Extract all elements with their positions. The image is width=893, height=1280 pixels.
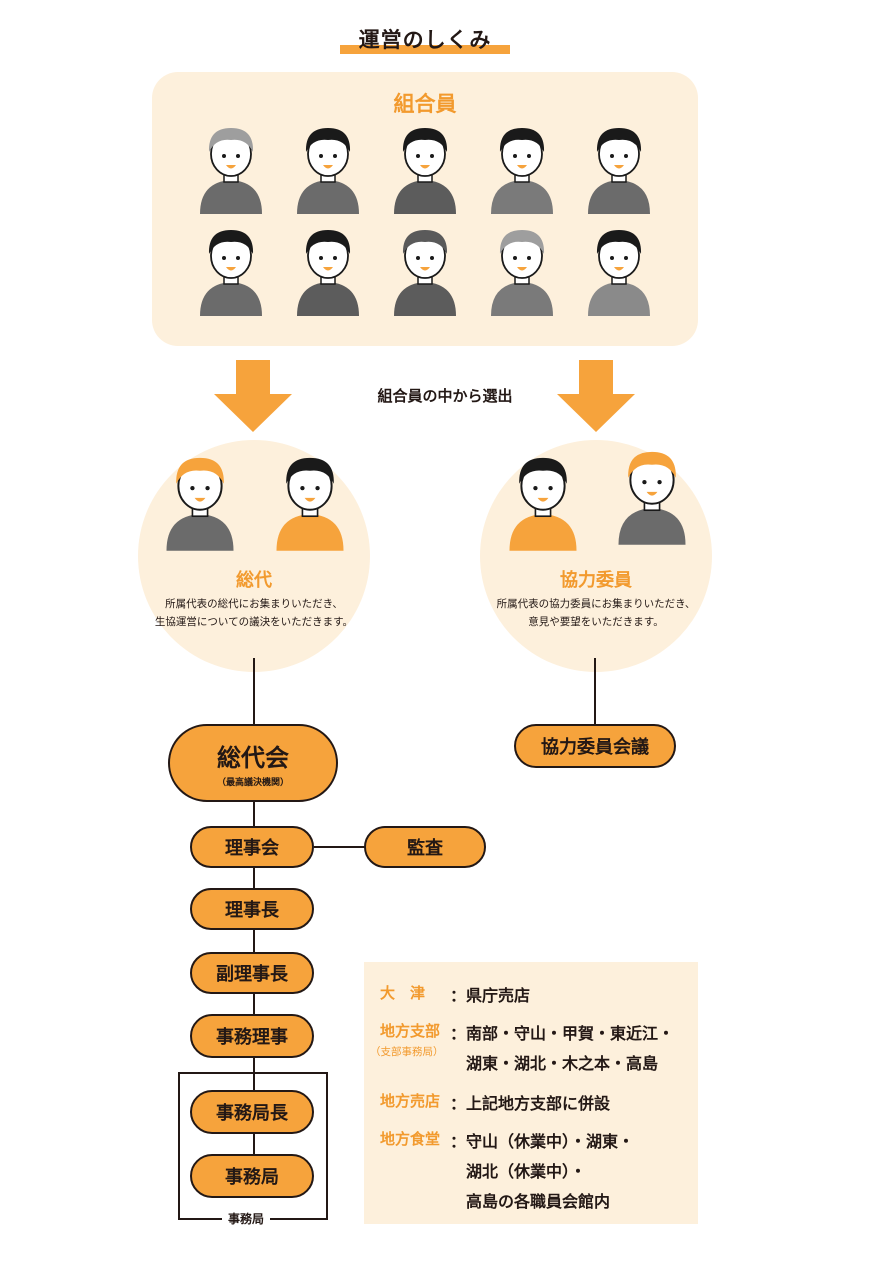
representative-person-icon: [612, 440, 692, 548]
sodaikai-label: 総代会: [217, 744, 289, 772]
member-person-icon: [291, 120, 365, 214]
sodai-desc-line2: 生協運営についての議決をいただきます。: [154, 616, 354, 628]
kyoryoku-kaigi-label: 協力委員会議: [541, 737, 649, 758]
jimu-riji-node: 事務理事: [190, 1014, 314, 1058]
member-person-icon: [485, 120, 559, 214]
kyoryoku-kaigi-node: 協力委員会議: [514, 724, 676, 768]
connector-line: [253, 930, 255, 952]
connector-line: [253, 866, 255, 888]
sodaikai-node: 総代会 （最高議決機関）: [168, 724, 338, 802]
connector-line: [594, 658, 596, 724]
otsu-value: ：県庁売店: [450, 986, 531, 1005]
kyoryoku-title: 協力委員: [560, 570, 632, 591]
baiten-key: 地方売店: [380, 1092, 441, 1110]
representative-person-icon: [503, 446, 583, 554]
sodai-circle: 総代 所属代表の総代にお集まりいただき、 生協運営についての議決をいただきます。: [138, 440, 370, 672]
jimukyoku-node: 事務局: [190, 1154, 314, 1198]
connector-line: [253, 994, 255, 1016]
kansa-node: 監査: [364, 826, 486, 868]
representative-person-icon: [160, 446, 240, 554]
selection-label: 組合員の中から選出: [377, 387, 513, 405]
jimukyokucho-label: 事務局長: [216, 1103, 288, 1124]
rijikai-label: 理事会: [225, 838, 279, 859]
rijikai-node: 理事会: [190, 826, 314, 868]
kyoryoku-desc-line2: 意見や要望をいただきます。: [528, 616, 664, 628]
locations-info-box: 大 津 ：県庁売店 地方支部 （支部事務局） ：南部・守山・甲賀・東近江・ 湖東…: [364, 962, 698, 1224]
kyoryoku-desc-line1: 所属代表の協力委員にお集まりいただき、: [496, 598, 696, 610]
connector-line: [253, 1132, 255, 1156]
title-underline: [340, 45, 510, 54]
sodaikai-sublabel: （最高議決機関）: [216, 778, 289, 788]
sodai-desc-line1: 所属代表の総代にお集まりいただき、: [165, 598, 343, 610]
member-person-icon: [388, 222, 462, 316]
shokudo-value-line3: 高島の各職員会館内: [466, 1192, 611, 1211]
member-person-icon: [194, 222, 268, 316]
jimukyokucho-node: 事務局長: [190, 1090, 314, 1134]
member-person-icon: [388, 120, 462, 214]
fuku-rijicho-label: 副理事長: [216, 964, 288, 985]
connector-line: [253, 658, 255, 724]
shibu-value-line2: 湖東・湖北・木之本・高島: [466, 1054, 659, 1073]
connector-line: [314, 846, 366, 848]
jimukyoku-bracket-label: 事務局: [222, 1210, 271, 1227]
connector-line: [253, 800, 255, 830]
title-text: 運営のしくみ: [358, 28, 492, 52]
member-person-icon: [582, 120, 656, 214]
connector-line: [253, 1058, 255, 1092]
shokudo-value-line1: ：守山（休業中）・湖東・: [450, 1132, 635, 1151]
members-title: 組合員: [393, 92, 457, 116]
representative-person-icon: [270, 446, 350, 554]
member-person-icon: [582, 222, 656, 316]
sodai-title: 総代: [236, 570, 272, 591]
shibu-subkey: （支部事務局）: [370, 1046, 444, 1058]
member-person-icon: [291, 222, 365, 316]
shokudo-value-line2: 湖北（休業中）・: [466, 1162, 587, 1181]
fuku-rijicho-node: 副理事長: [190, 952, 314, 994]
jimukyoku-label: 事務局: [225, 1167, 279, 1188]
rijicho-label: 理事長: [225, 900, 279, 921]
rijicho-node: 理事長: [190, 888, 314, 930]
page-title: 運営のしくみ: [340, 22, 510, 56]
down-arrow-icon: [214, 360, 292, 432]
shibu-value-line1: ：南部・守山・甲賀・東近江・: [450, 1024, 675, 1043]
down-arrow-icon: [557, 360, 635, 432]
shibu-key: 地方支部: [380, 1022, 441, 1040]
shokudo-key: 地方食堂: [380, 1130, 441, 1148]
otsu-key: 大 津: [380, 984, 426, 1002]
jimu-riji-label: 事務理事: [216, 1027, 288, 1048]
kansa-label: 監査: [407, 838, 443, 859]
member-person-icon: [194, 120, 268, 214]
baiten-value: ：上記地方支部に併設: [450, 1094, 611, 1113]
member-person-icon: [485, 222, 559, 316]
members-panel: 組合員: [152, 72, 698, 346]
